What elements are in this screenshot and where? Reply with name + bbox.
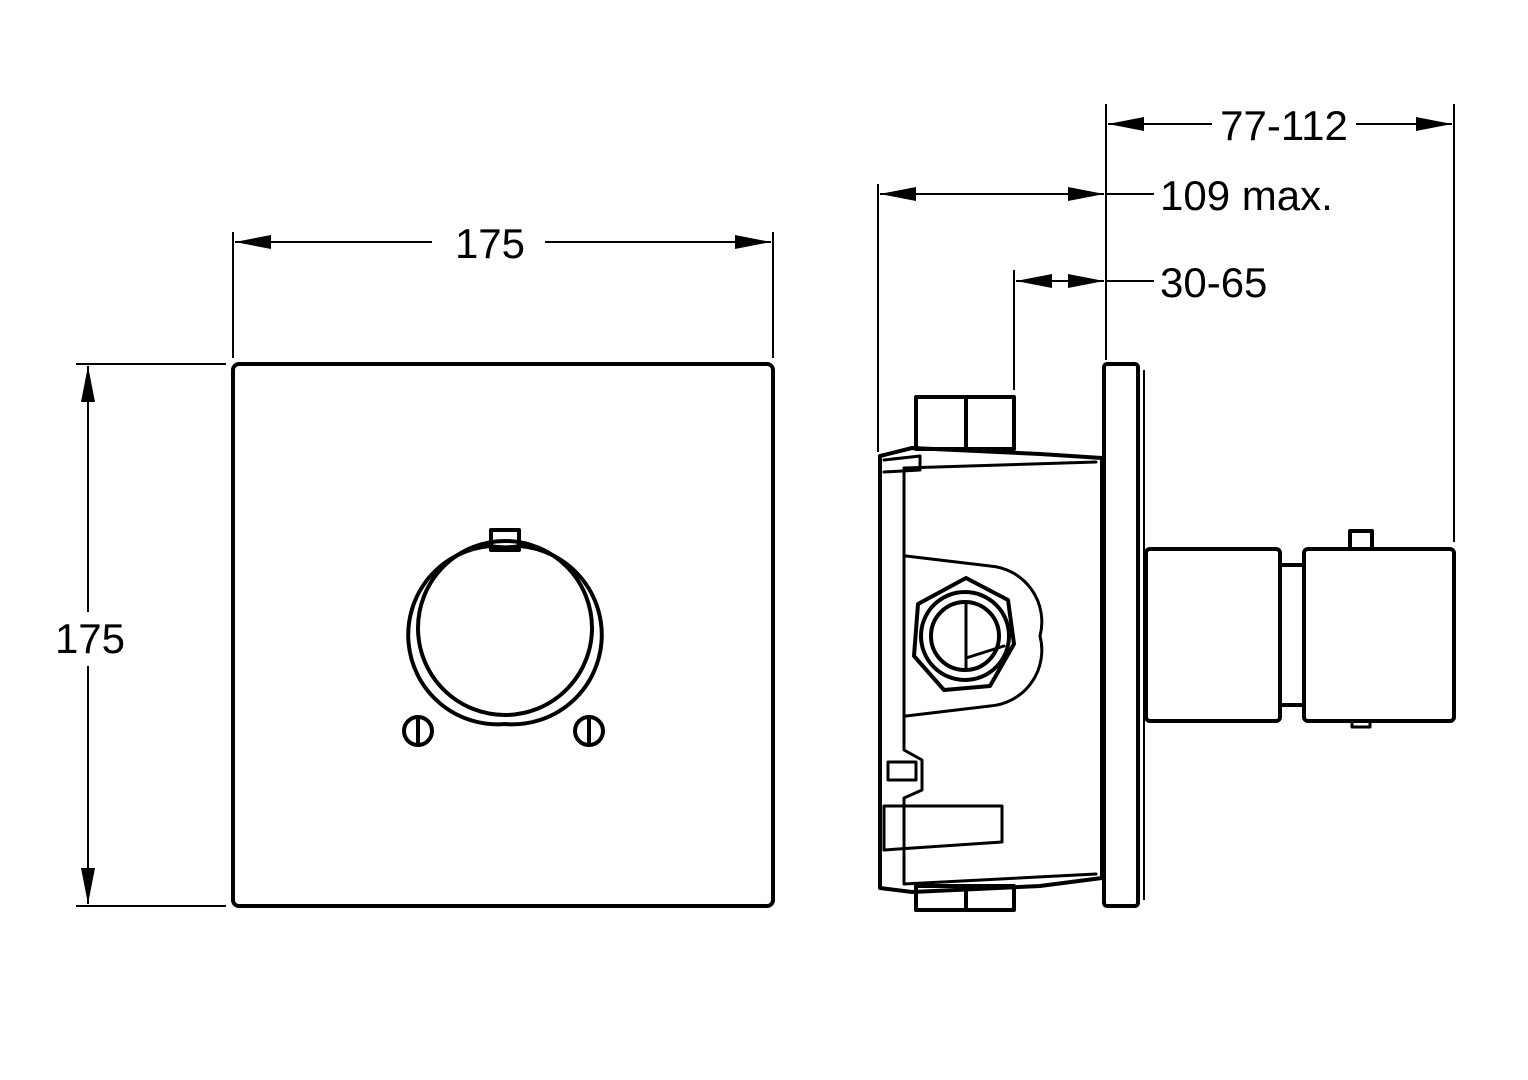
knob-indicator: [489, 528, 521, 552]
housing-lip-top: [882, 454, 922, 474]
hex-nut-icon: [912, 576, 1016, 692]
front-height-dimension: 175: [55, 363, 226, 907]
screw-right-icon: [573, 715, 605, 747]
trim-depth-dimension: 77-112: [1108, 102, 1452, 149]
front-width-dimension: 175: [232, 220, 774, 358]
housing-clip: [886, 760, 918, 782]
bottom-connector: [914, 884, 1016, 912]
knob-spacer: [1278, 563, 1306, 707]
screw-left-icon: [402, 715, 434, 747]
body-depth-label: 109 max.: [1160, 172, 1333, 219]
inlet-lug: [904, 554, 1044, 718]
knob-indicator-side: [1348, 529, 1374, 551]
housing-bracket: [882, 804, 1004, 852]
trim-depth-label: 77-112: [1220, 102, 1348, 149]
front-height-label: 175: [55, 615, 125, 662]
thermostat-knob-side: [1302, 547, 1456, 723]
side-view: 77-112 109 max. 30-65: [877, 102, 1456, 912]
front-width-label: 175: [455, 220, 525, 267]
thermostat-knob-outline: [416, 539, 594, 717]
housing-inner-frame: [902, 460, 1098, 886]
knob-bottom-tab: [1350, 719, 1372, 729]
mount-range-dimension: 30-65: [1016, 259, 1267, 306]
body-depth-dimension: 109 max.: [880, 172, 1333, 219]
front-view: 175 175: [55, 220, 775, 908]
cover-plate: [231, 362, 775, 908]
cover-plate-side: [1102, 362, 1140, 908]
top-connector: [914, 395, 1016, 451]
mount-range-label: 30-65: [1160, 259, 1267, 306]
trim-sleeve: [1144, 547, 1282, 723]
